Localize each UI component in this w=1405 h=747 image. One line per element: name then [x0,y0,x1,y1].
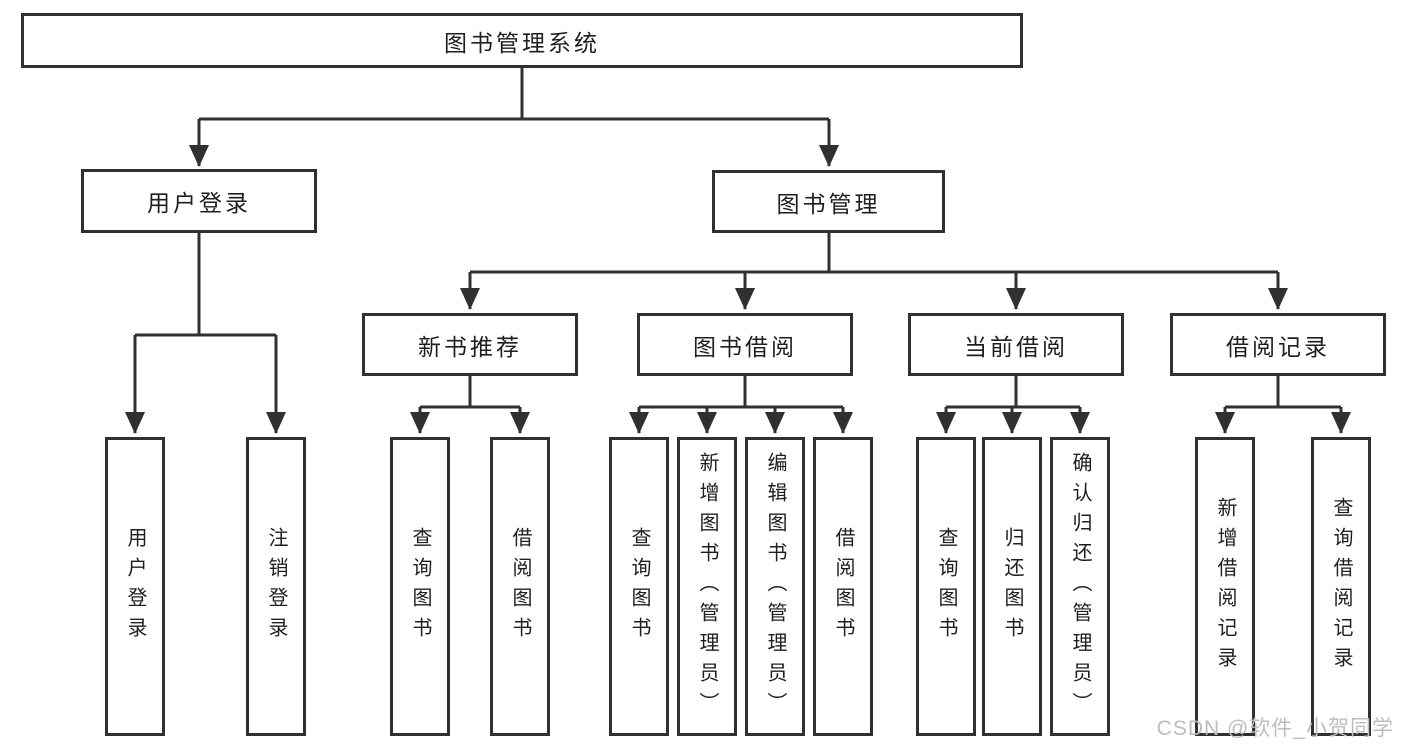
leaf-borrow-books: 借阅图书 [813,437,873,736]
leaf-return-books: 归还图书 [982,437,1042,736]
connector-segments [135,68,1341,409]
leaf-add-borrow-record: 新增借阅记录 [1195,437,1255,736]
node-new-book-recommendation: 新书推荐 [362,313,578,376]
leaf-user-login: 用户登录 [105,437,165,736]
leaf-query-books-current: 查询图书 [916,437,976,736]
leaf-edit-books-admin: 编辑图书（管理员） [745,437,805,736]
leaf-query-books-recommend: 查询图书 [390,437,450,736]
node-book-management: 图书管理 [712,170,945,233]
leaf-logout: 注销登录 [246,437,306,736]
node-borrowing-records: 借阅记录 [1170,313,1386,376]
node-current-borrowing: 当前借阅 [908,313,1124,376]
connector-arrows [125,119,1351,434]
node-user-login: 用户登录 [81,169,317,233]
leaf-add-books-admin: 新增图书（管理员） [677,437,737,736]
node-library-management-system: 图书管理系统 [21,13,1023,68]
watermark: CSDN @软件_小贺同学 [1156,717,1394,740]
node-book-borrowing: 图书借阅 [637,313,853,376]
leaf-borrow-books-recommend: 借阅图书 [490,437,550,736]
leaf-query-borrow-record: 查询借阅记录 [1311,437,1371,736]
leaf-query-books-borrowing: 查询图书 [609,437,669,736]
leaf-confirm-return-admin: 确认归还（管理员） [1050,437,1110,736]
